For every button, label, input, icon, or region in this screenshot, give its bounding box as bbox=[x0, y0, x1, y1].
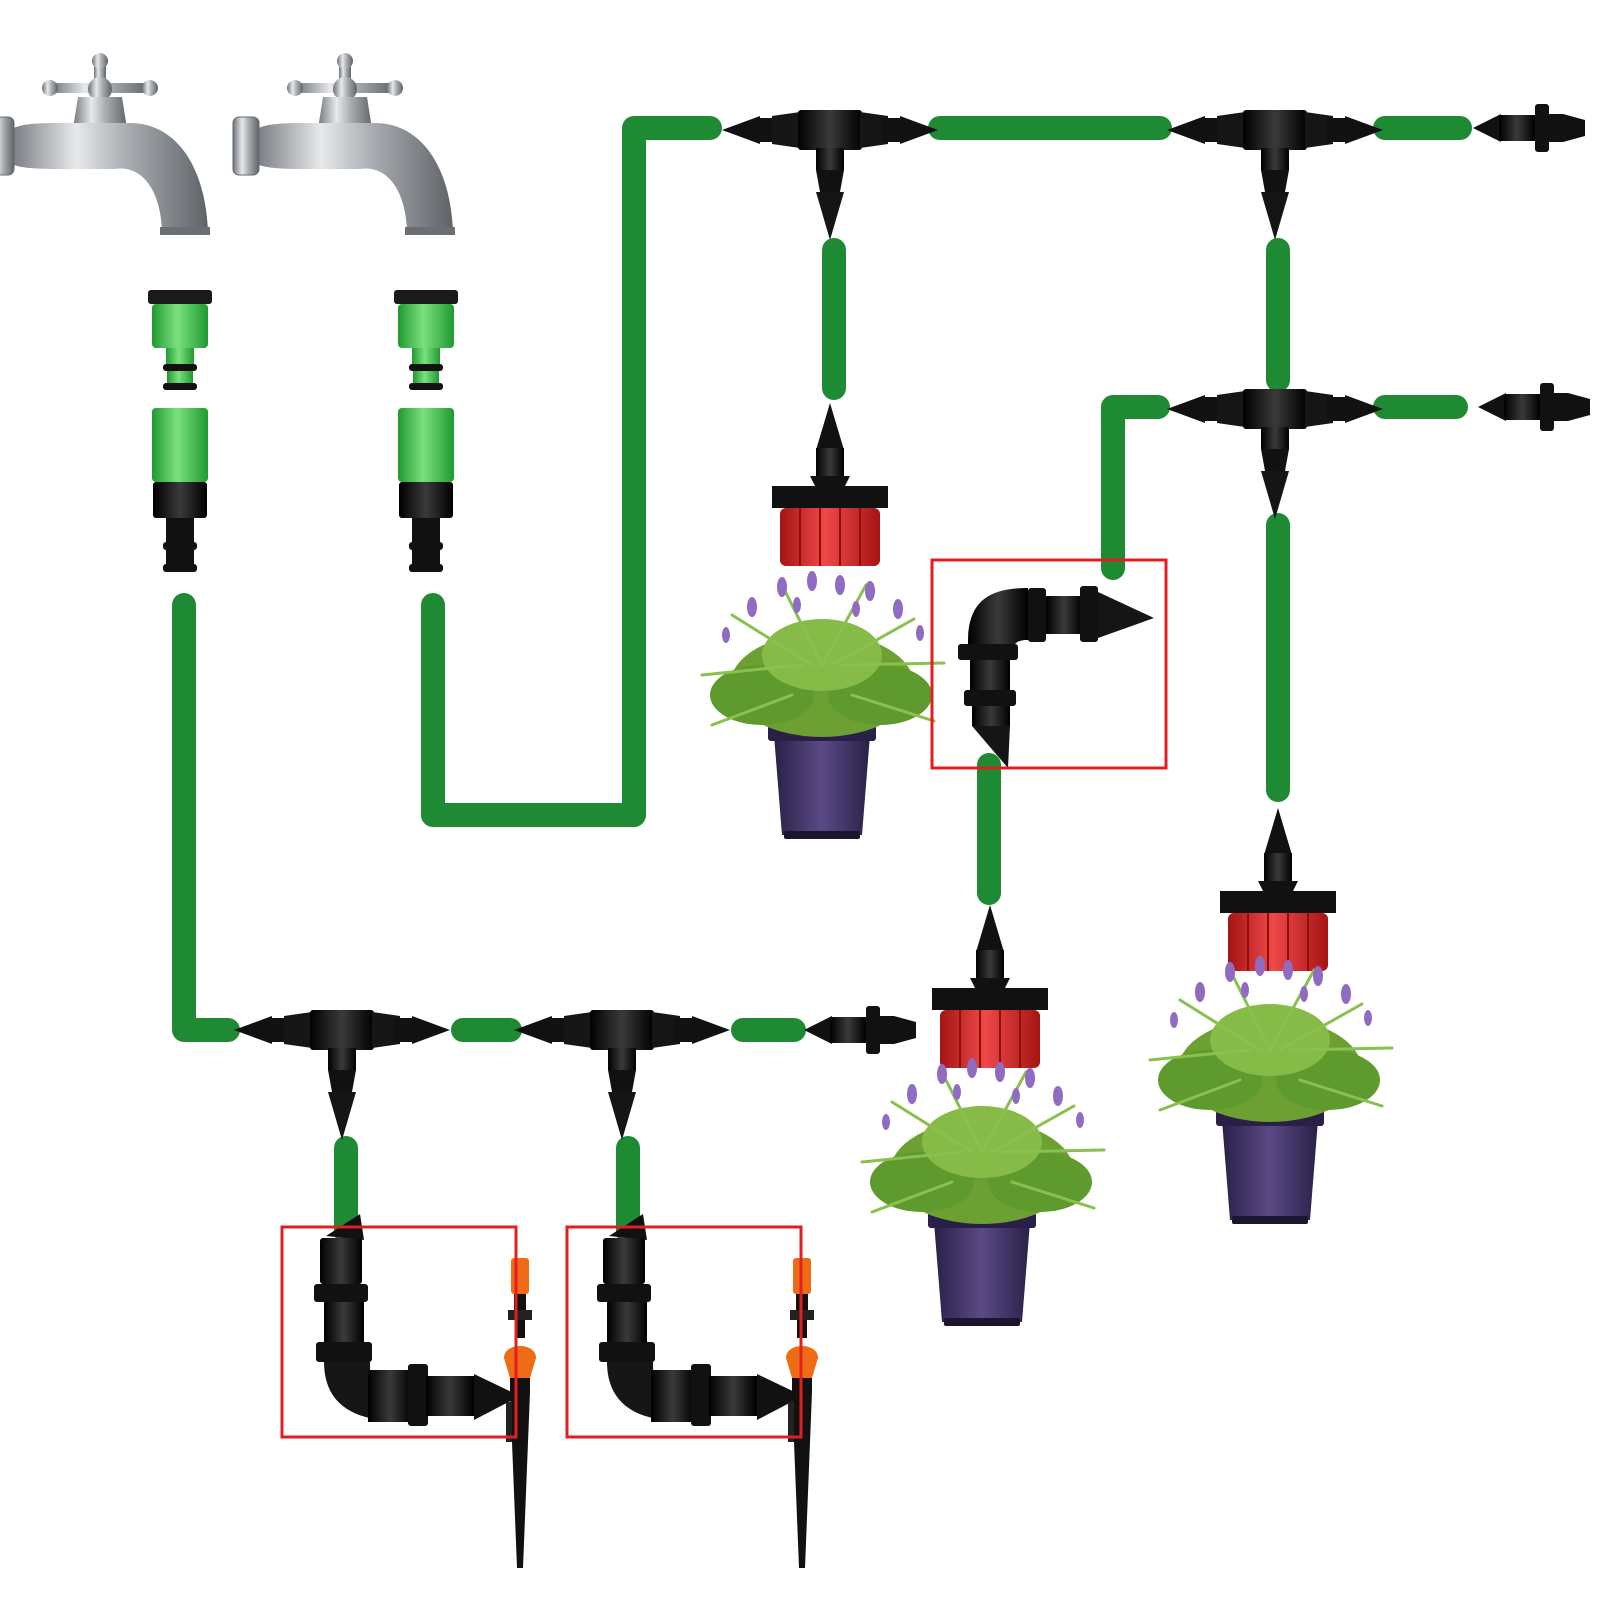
potted-plant-icon bbox=[860, 1056, 1106, 1328]
quick-connector-icon bbox=[394, 290, 458, 572]
potted-plant-icon bbox=[700, 569, 946, 841]
tee-connector-icon bbox=[1167, 110, 1383, 240]
highlight-box bbox=[565, 1225, 803, 1439]
highlight-box bbox=[930, 558, 1168, 770]
tee-connector-icon bbox=[722, 110, 938, 240]
tee-connector-icon bbox=[514, 1010, 730, 1140]
highlight-boxes bbox=[280, 558, 1168, 1439]
tee-connector-icon bbox=[234, 1010, 450, 1140]
stake-sprinkler-icon bbox=[504, 1258, 536, 1568]
elbow-connector-icon bbox=[314, 1214, 520, 1426]
tee-connector-icon bbox=[1167, 389, 1383, 519]
tubing bbox=[172, 116, 1472, 1244]
elbow-connector-icon bbox=[597, 1214, 803, 1426]
adjustable-dripper-icon bbox=[1219, 807, 1337, 972]
quick-connector-icon bbox=[148, 290, 212, 572]
adjustable-dripper-icon bbox=[771, 402, 889, 567]
faucet-icon bbox=[232, 52, 456, 236]
end-plug-icon bbox=[1473, 104, 1585, 152]
faucet-icon bbox=[0, 52, 211, 236]
adjustable-dripper-icon bbox=[931, 904, 1049, 1069]
end-plug-icon bbox=[804, 1006, 916, 1054]
end-plug-icon bbox=[1478, 383, 1590, 431]
potted-plant-icon bbox=[1148, 954, 1394, 1226]
elbow-connector-icon bbox=[958, 586, 1154, 768]
highlight-box bbox=[280, 1225, 518, 1439]
